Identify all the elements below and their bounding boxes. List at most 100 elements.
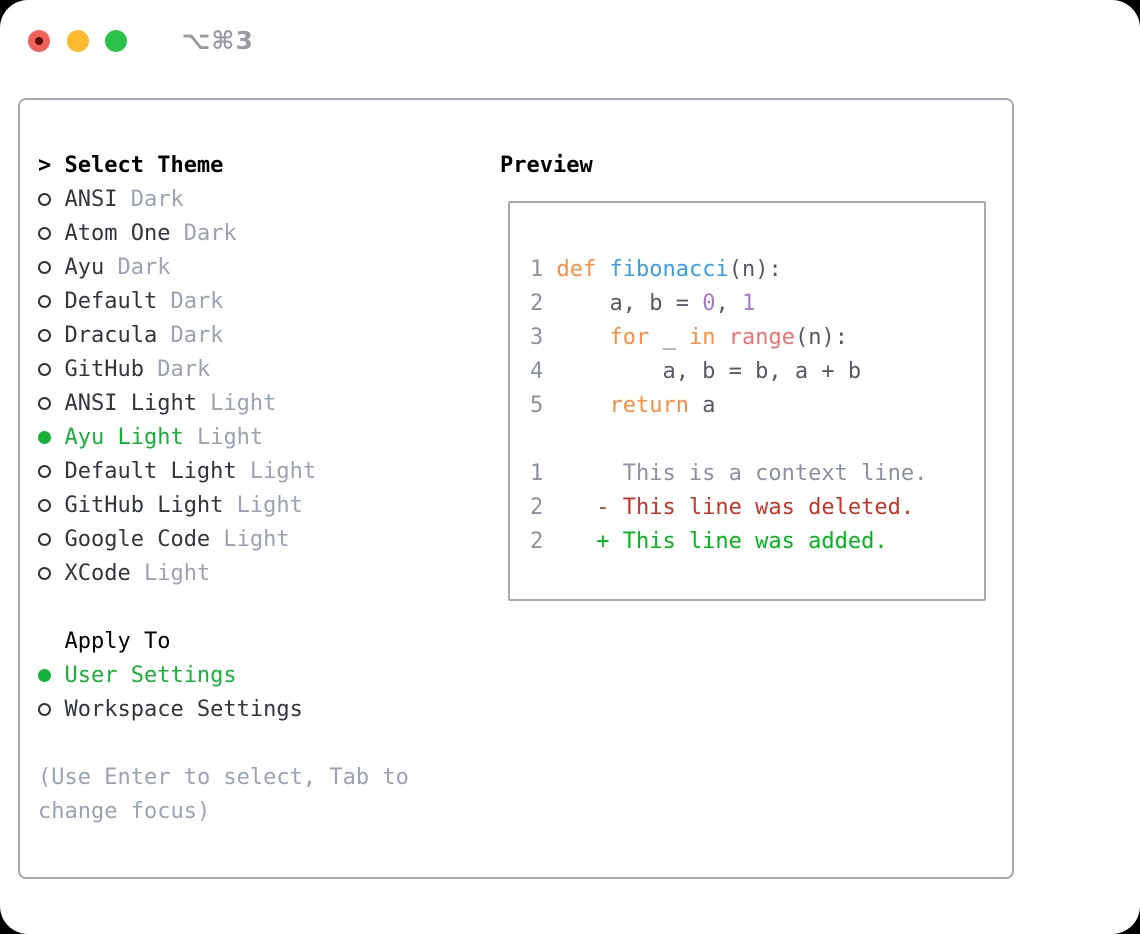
theme-option-ansi-light[interactable]: ANSI Light Light: [38, 386, 409, 420]
radio-icon: [38, 226, 64, 240]
line-number: 2: [530, 290, 544, 316]
code-token-keyword: def: [556, 256, 597, 282]
radio-dot: [38, 498, 51, 512]
hint-text-line-1: (Use Enter to select, Tab to: [38, 764, 409, 790]
code-line: 2 - This line was deleted.: [530, 490, 984, 524]
theme-variant: Dark: [157, 322, 224, 348]
theme-name: XCode: [64, 560, 131, 586]
apply-option-label: User Settings: [64, 662, 237, 688]
theme-option-default[interactable]: Default Dark: [38, 284, 409, 318]
cursor-chevron-icon: >: [38, 152, 52, 178]
apply-option-workspace-settings[interactable]: Workspace Settings: [38, 692, 409, 726]
code-line: 1 This is a context line.: [530, 456, 984, 490]
code-line: 3 for _ in range(n):: [530, 320, 984, 354]
theme-option-default-light[interactable]: Default Light Light: [38, 454, 409, 488]
radio-dot: [38, 294, 51, 308]
theme-name: Google Code: [64, 526, 211, 552]
code-token-deleted: - This line was deleted.: [556, 494, 915, 520]
theme-variant: Light: [223, 492, 303, 518]
line-number: 2: [530, 494, 544, 520]
theme-variant: Dark: [143, 356, 211, 382]
apply-option-user-settings[interactable]: User Settings: [38, 658, 409, 692]
theme-variant: Dark: [117, 186, 184, 212]
radio-icon: [38, 396, 64, 410]
radio-dot: [38, 396, 51, 410]
theme-list-header-row: > Select Theme: [38, 148, 409, 182]
window-titlebar: ⌥⌘3: [28, 26, 254, 55]
theme-variant: Light: [236, 458, 317, 484]
theme-name: Dracula: [64, 322, 158, 348]
theme-option-ansi[interactable]: ANSI Dark: [38, 182, 409, 216]
apply-to-header-row: Apply To: [38, 624, 409, 658]
radio-dot: [38, 192, 51, 206]
radio-icon: [38, 362, 64, 376]
radio-icon: [38, 260, 64, 274]
radio-icon: [38, 532, 64, 546]
code-token-plain: a, b = b, a + b: [556, 358, 862, 384]
radio-dot: [38, 226, 51, 240]
theme-variant: Light: [210, 526, 290, 552]
apply-to-header: Apply To: [64, 628, 171, 654]
code-token-plain: (n):: [794, 324, 848, 350]
apply-option-label: Workspace Settings: [64, 696, 303, 722]
theme-variant: Light: [130, 560, 211, 586]
window-shortcut-label: ⌥⌘3: [181, 26, 254, 55]
theme-option-atom-one[interactable]: Atom One Dark: [38, 216, 409, 250]
radio-dot: [38, 532, 51, 546]
line-number: 5: [530, 392, 544, 418]
theme-variant: Light: [183, 424, 264, 450]
code-token-keyword: for: [609, 324, 650, 350]
code-token-builtin: range: [728, 324, 795, 350]
radio-icon: [38, 702, 64, 716]
code-token-plain: [556, 325, 609, 350]
theme-option-google-code[interactable]: Google Code Light: [38, 522, 409, 556]
radio-dot: [38, 566, 51, 580]
line-number: 4: [530, 358, 544, 384]
radio-selected-icon: [38, 430, 64, 444]
code-token-keyword: in: [688, 324, 716, 350]
code-token-context: This is a context line.: [556, 460, 928, 486]
theme-option-github[interactable]: GitHub Dark: [38, 352, 409, 386]
theme-variant: Dark: [104, 254, 171, 280]
code-token-plain: [556, 393, 609, 418]
radio-icon: [38, 192, 64, 206]
theme-variant: Dark: [170, 220, 237, 246]
code-token-added: + This line was added.: [556, 528, 888, 554]
code-token-plain: _: [649, 324, 689, 350]
theme-option-ayu[interactable]: Ayu Dark: [38, 250, 409, 284]
theme-variant: Light: [196, 390, 277, 416]
radio-dot: [38, 464, 51, 478]
diff-example-block: 1 This is a context line.2 - This line w…: [530, 456, 984, 558]
code-token-function: fibonacci: [609, 256, 729, 282]
theme-name: Default Light: [64, 458, 237, 484]
radio-dot: [38, 702, 51, 716]
radio-dot: [38, 430, 51, 444]
theme-name: Atom One: [64, 220, 171, 246]
theme-name: Ayu: [64, 254, 105, 280]
theme-name: ANSI: [64, 186, 118, 212]
spacer: [530, 422, 984, 456]
code-line: 4 a, b = b, a + b: [530, 354, 984, 388]
radio-icon: [38, 294, 64, 308]
theme-option-xcode[interactable]: XCode Light: [38, 556, 409, 590]
radio-dot: [38, 260, 51, 274]
code-token-plain: a, b =: [556, 290, 703, 316]
code-token-plain: a: [688, 392, 716, 418]
close-button[interactable]: [28, 29, 50, 52]
theme-option-ayu-light[interactable]: Ayu Light Light: [38, 420, 409, 454]
code-line: 5 return a: [530, 388, 984, 422]
minimize-button[interactable]: [66, 29, 89, 52]
radio-selected-icon: [38, 668, 64, 682]
preview-title: Preview: [500, 152, 593, 178]
code-token-plain: ,: [715, 290, 742, 316]
radio-icon: [38, 498, 64, 512]
theme-option-dracula[interactable]: Dracula Dark: [38, 318, 409, 352]
theme-option-github-light[interactable]: GitHub Light Light: [38, 488, 409, 522]
zoom-button[interactable]: [105, 29, 127, 52]
